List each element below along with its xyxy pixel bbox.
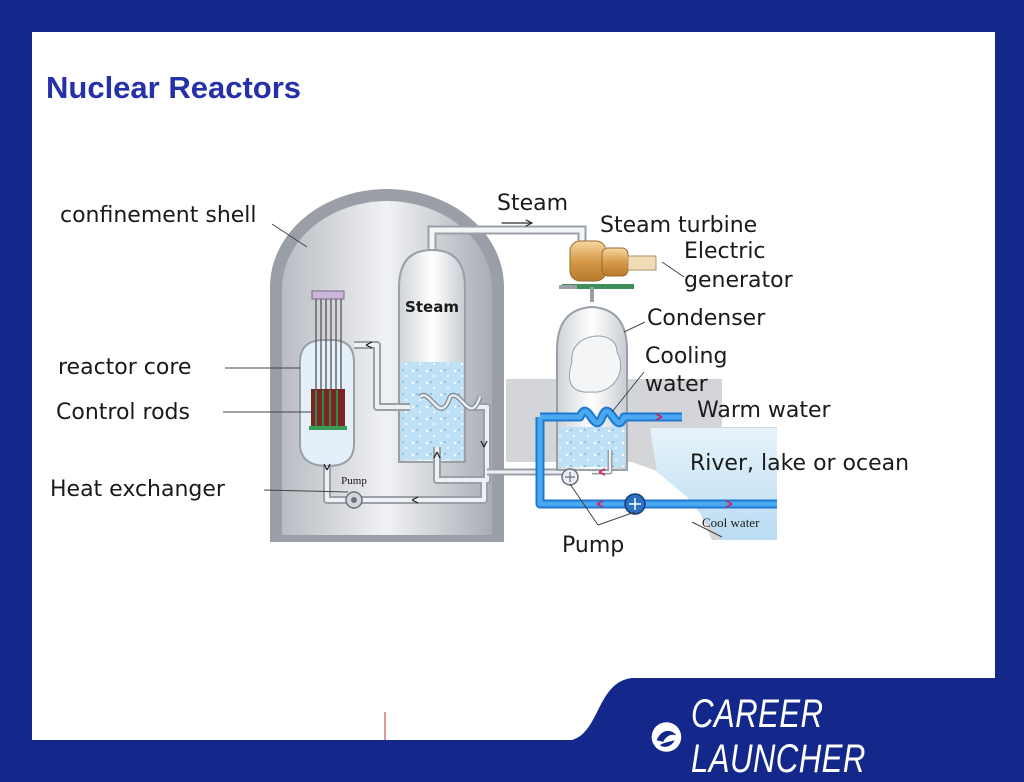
leader-lines xyxy=(223,223,723,538)
career-launcher-icon xyxy=(651,722,682,752)
steam-turbine xyxy=(562,240,657,289)
primary-loop xyxy=(323,341,562,504)
brand-logo: CAREER LAUNCHER xyxy=(650,692,1024,782)
water-label: water xyxy=(645,372,709,397)
reactor-diagram: Steam xyxy=(50,189,909,558)
steam-vessel: Steam xyxy=(398,248,466,463)
electric-label: Electric xyxy=(684,239,766,264)
river-label: River, lake or ocean xyxy=(690,451,909,476)
primary-pump-icon: Pump xyxy=(341,475,367,509)
steam-label: Steam xyxy=(497,191,568,216)
pump-small-label: Pump xyxy=(341,475,367,487)
cooling-label: Cooling xyxy=(645,344,727,369)
condenser-label: Condenser xyxy=(647,306,766,331)
cooling-pump-icon xyxy=(624,493,646,515)
confinement-shell-label: confinement shell xyxy=(60,203,257,228)
slide-panel: Nuclear Reactors xyxy=(32,32,995,740)
steam-turbine-label: Steam turbine xyxy=(600,213,757,238)
cool-water-label: Cool water xyxy=(702,515,760,530)
control-rods-label: Control rods xyxy=(56,400,190,425)
heat-exchanger-label: Heat exchanger xyxy=(50,477,226,502)
generator-label: generator xyxy=(684,268,794,293)
condenser-pump-icon xyxy=(561,468,579,486)
pump-label: Pump xyxy=(562,533,624,558)
warm-water-label: Warm water xyxy=(697,398,832,423)
diagram-labels: confinement shell Steam Steam turbine El… xyxy=(50,191,909,558)
slide-title: Nuclear Reactors xyxy=(46,70,302,105)
condenser xyxy=(556,285,628,471)
brand-name: CAREER LAUNCHER xyxy=(690,692,866,781)
reactor-core-label: reactor core xyxy=(58,355,191,380)
steam-pipe xyxy=(427,219,587,257)
steam-inside-label: Steam xyxy=(405,298,459,316)
reactor-core xyxy=(299,290,355,468)
